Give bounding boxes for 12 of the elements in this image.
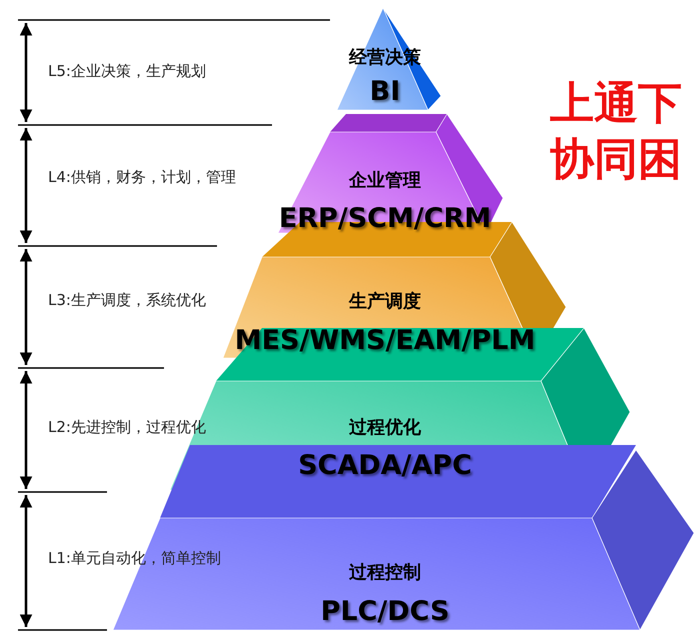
level-description: L1:单元自动化，简单控制 (48, 549, 221, 568)
tier-title: 过程控制 (349, 561, 421, 584)
system-label: PLC/DCS (320, 596, 450, 627)
slogan: 上通下协同困 (550, 77, 683, 187)
level-description: L5:企业决策，生产规划 (48, 62, 206, 81)
tier-title: 生产调度 (349, 290, 421, 313)
system-label: SCADA/APC (298, 450, 472, 481)
level-description: L4:供销，财务，计划，管理 (48, 168, 236, 187)
tier-title: 企业管理 (349, 169, 421, 192)
level-description: L3:生产调度，系统优化 (48, 291, 206, 310)
system-label: BI (370, 76, 400, 107)
tier-title: 过程优化 (349, 416, 421, 439)
